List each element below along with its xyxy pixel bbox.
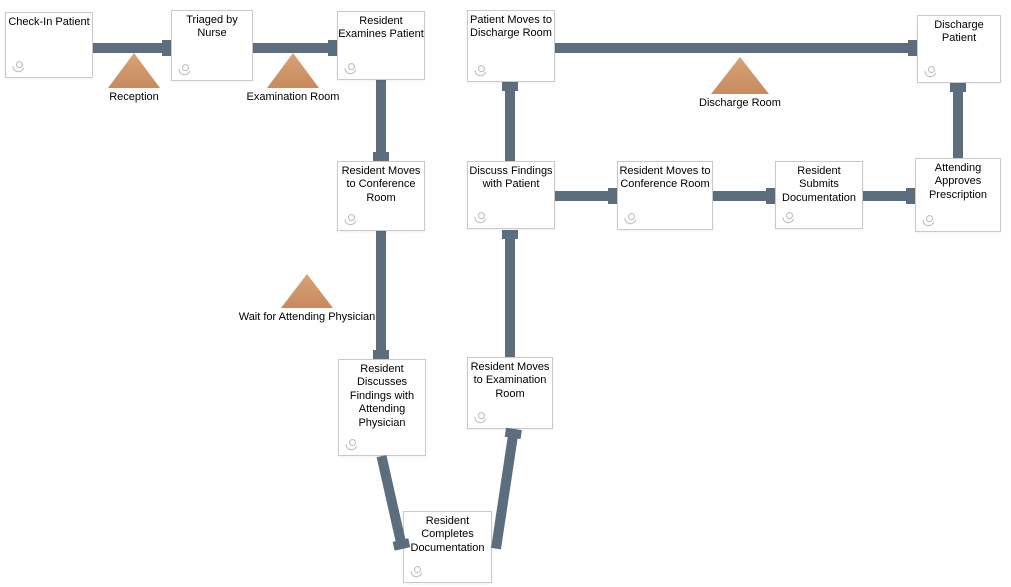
activity-label: Triaged by Nurse — [186, 14, 238, 40]
activity-label: Discharge Patient — [934, 19, 984, 45]
activity-label: Resident Examines Patient — [338, 15, 424, 41]
flow-edge-resident-completes-documentation-to-resident-moves-to-examination-room[interactable] — [491, 427, 522, 550]
activity-node-discuss-findings-with-patient[interactable]: Discuss Findings with Patient — [467, 161, 555, 229]
activity-node-resident-moves-to-conference-room-1[interactable]: Resident Moves to Conference Room — [337, 161, 425, 231]
activity-node-discharge-patient[interactable]: Discharge Patient — [917, 15, 1001, 83]
resource-icon — [781, 211, 797, 224]
milestone-triangle-examination-room[interactable] — [267, 53, 319, 88]
milestone-triangle-wait-for-attending-physician[interactable] — [281, 274, 333, 308]
arrowhead-icon — [906, 188, 915, 204]
flow-edge-resident-moves-to-conference-room-2-to-resident-submits-documentation[interactable] — [713, 188, 775, 204]
resource-icon — [921, 214, 937, 227]
arrowhead-icon — [502, 230, 518, 239]
flow-edge-attending-approves-prescription-to-discharge-patient[interactable] — [950, 83, 966, 158]
activity-label: Check-In Patient — [8, 16, 90, 28]
arrowhead-icon — [373, 152, 389, 161]
resource-icon — [473, 211, 489, 224]
activity-node-resident-moves-to-conference-room-2[interactable]: Resident Moves to Conference Room — [617, 161, 713, 230]
activity-node-triaged-by-nurse[interactable]: Triaged by Nurse — [171, 10, 253, 81]
arrowhead-icon — [908, 40, 917, 56]
arrowhead-icon — [162, 40, 171, 56]
milestone-label-reception: Reception — [109, 91, 159, 103]
activity-node-resident-moves-to-examination-room[interactable]: Resident Moves to Examination Room — [467, 357, 553, 429]
activity-label: Resident Submits Documentation — [782, 165, 856, 204]
flow-edge-resident-moves-to-examination-room-to-discuss-findings-with-patient[interactable] — [502, 230, 518, 357]
arrowhead-icon — [328, 40, 337, 56]
arrowhead-icon — [502, 82, 518, 91]
flow-edge-check-in-patient-to-triaged-by-nurse[interactable] — [93, 40, 171, 56]
flow-edge-resident-examines-patient-to-resident-moves-to-conference-room-1[interactable] — [373, 80, 389, 161]
activity-label: Resident Moves to Examination Room — [470, 361, 550, 400]
resource-icon — [344, 438, 360, 451]
activity-label: Attending Approves Prescription — [928, 162, 988, 201]
activity-node-attending-approves-prescription[interactable]: Attending Approves Prescription — [915, 158, 1001, 232]
resource-icon — [343, 213, 359, 226]
activity-label: Resident Moves to Conference Room — [619, 165, 711, 191]
milestone-triangle-reception[interactable] — [108, 53, 160, 88]
resource-icon — [177, 63, 193, 76]
flow-edge-discuss-findings-with-patient-to-patient-moves-to-discharge-room[interactable] — [502, 82, 518, 161]
resource-icon — [409, 565, 425, 578]
flow-edge-resident-submits-documentation-to-attending-approves-prescription[interactable] — [863, 188, 915, 204]
activity-label: Discuss Findings with Patient — [469, 165, 553, 191]
activity-label: Resident Discusses Findings with Attendi… — [349, 363, 415, 429]
resource-icon — [473, 64, 489, 77]
arrowhead-icon — [950, 83, 966, 92]
activity-node-resident-completes-documentation[interactable]: Resident Completes Documentation — [403, 511, 492, 583]
activity-label: Resident Completes Documentation — [410, 515, 485, 554]
flow-edge-discuss-findings-with-patient-to-resident-moves-to-conference-room-2[interactable] — [555, 188, 617, 204]
arrowhead-icon — [608, 188, 617, 204]
activity-node-resident-discusses-findings-with-attending-physician[interactable]: Resident Discusses Findings with Attendi… — [338, 359, 426, 456]
resource-icon — [343, 62, 359, 75]
milestone-label-discharge-room: Discharge Room — [699, 97, 781, 109]
milestone-triangle-discharge-room[interactable] — [711, 57, 769, 94]
resource-icon — [623, 212, 639, 225]
arrowhead-icon — [504, 427, 522, 440]
flow-edge-triaged-by-nurse-to-resident-examines-patient[interactable] — [253, 40, 337, 56]
activity-label: Resident Moves to Conference Room — [341, 165, 421, 204]
milestone-label-wait-for-attending-physician: Wait for Attending Physician — [238, 311, 376, 323]
arrowhead-icon — [373, 350, 389, 359]
resource-icon — [923, 65, 939, 78]
activity-node-check-in-patient[interactable]: Check-In Patient — [5, 12, 93, 78]
resource-icon — [473, 411, 489, 424]
resource-icon — [11, 60, 27, 73]
flow-edge-resident-moves-to-conference-room-1-to-resident-discusses-findings-with-attending-physician[interactable] — [373, 231, 389, 359]
activity-label: Patient Moves to Discharge Room — [470, 14, 552, 40]
milestone-label-examination-room: Examination Room — [246, 91, 340, 103]
flow-edge-resident-discusses-findings-with-attending-physician-to-resident-completes-documentation[interactable] — [376, 454, 410, 551]
activity-node-resident-submits-documentation[interactable]: Resident Submits Documentation — [775, 161, 863, 229]
activity-node-resident-examines-patient[interactable]: Resident Examines Patient — [337, 11, 425, 80]
flow-edge-patient-moves-to-discharge-room-to-discharge-patient[interactable] — [555, 40, 917, 56]
arrowhead-icon — [766, 188, 775, 204]
activity-node-patient-moves-to-discharge-room[interactable]: Patient Moves to Discharge Room — [467, 10, 555, 82]
